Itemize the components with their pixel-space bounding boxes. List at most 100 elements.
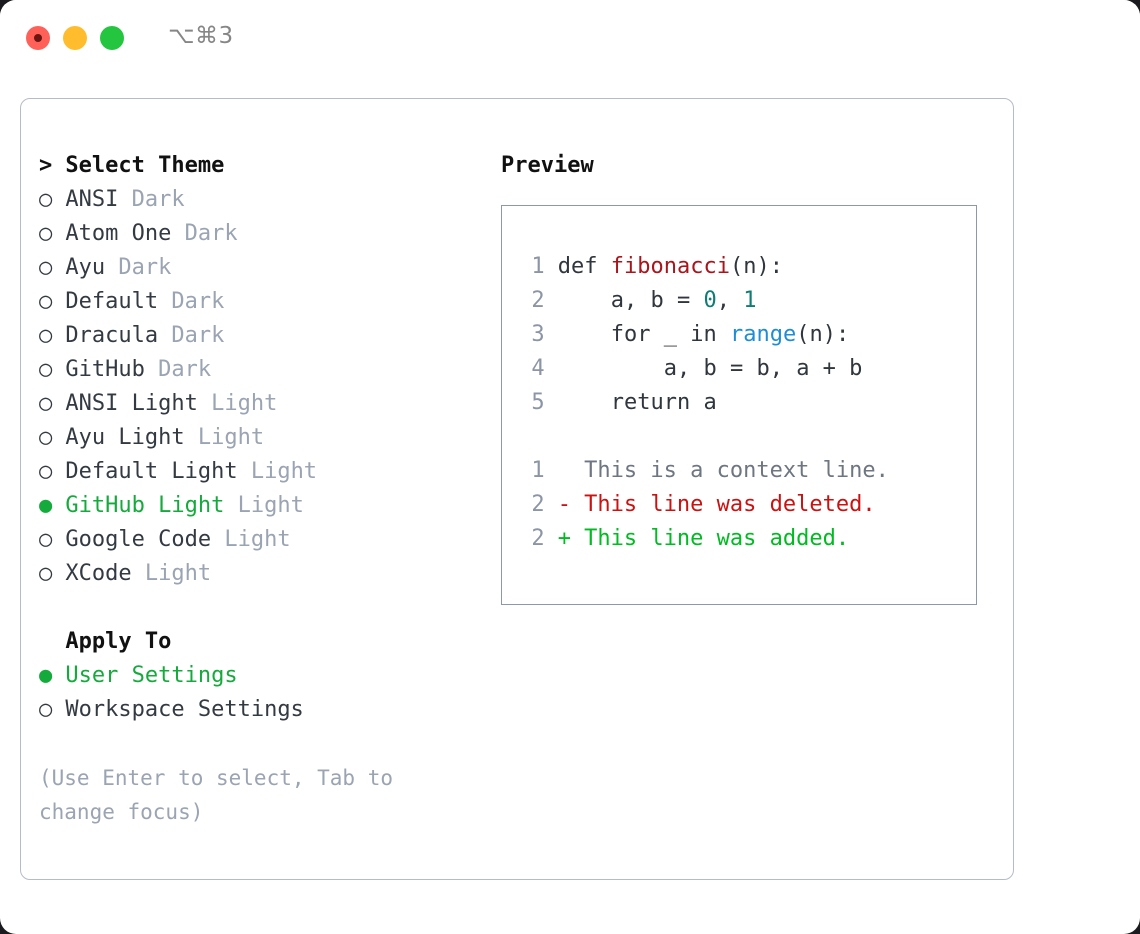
radio-unselected-icon: ○ bbox=[39, 323, 53, 348]
theme-option-ayu-light[interactable]: ○Ayu Light Light bbox=[39, 421, 469, 455]
radio-selected-icon: ● bbox=[39, 493, 53, 518]
radio-unselected-icon: ○ bbox=[39, 221, 53, 246]
theme-option-github-light[interactable]: ● GitHub Light Light bbox=[39, 489, 469, 523]
diff-line-number: 1 bbox=[531, 458, 545, 483]
theme-option-category: Light bbox=[224, 527, 291, 552]
main-panel: >Select Theme ○ANSI Dark○Atom One Dark○A… bbox=[20, 98, 1014, 880]
close-button[interactable] bbox=[26, 26, 50, 50]
radio-unselected-icon: ○ bbox=[39, 255, 53, 280]
radio-selected-icon: ● bbox=[39, 663, 53, 688]
code-line-number: 3 bbox=[531, 322, 545, 347]
theme-option-xcode[interactable]: ○ XCode Light bbox=[39, 557, 469, 591]
theme-option-default[interactable]: ○ Default Dark bbox=[39, 285, 469, 319]
diff-sign-del: - bbox=[557, 492, 572, 517]
diff-line-add: 2+This line was added. bbox=[502, 522, 976, 556]
apply-to-option-list: ● User Settings ○ Workspace Settings bbox=[39, 659, 469, 727]
section-spacer bbox=[39, 591, 469, 625]
diff-sample-block: 1 This is a context line.2-This line was… bbox=[502, 454, 976, 556]
theme-option-category: Dark bbox=[118, 255, 172, 280]
theme-option-ayu[interactable]: ○ Ayu Dark bbox=[39, 251, 469, 285]
radio-unselected-icon: ○ bbox=[39, 391, 53, 416]
code-line: 3 for _ in range(n): bbox=[502, 318, 976, 352]
apply-to-option-label: Workspace Settings bbox=[65, 697, 304, 722]
title-bar: ⌥⌘3 bbox=[0, 0, 1140, 78]
code-line: 2 a, b = 0, 1 bbox=[502, 284, 976, 318]
theme-option-google-code[interactable]: ○ Google Code Light bbox=[39, 523, 469, 557]
theme-option-category: Light bbox=[237, 493, 304, 518]
code-token-num: 1 bbox=[743, 288, 757, 313]
radio-unselected-icon: ○ bbox=[39, 561, 53, 586]
theme-option-category: Dark bbox=[171, 289, 225, 314]
theme-option-label: GitHub Light bbox=[65, 493, 225, 518]
theme-option-ansi[interactable]: ○ ANSI Dark bbox=[39, 183, 469, 217]
preview-title: Preview bbox=[501, 153, 594, 178]
apply-to-option-label: User Settings bbox=[65, 663, 238, 688]
theme-option-category: Dark bbox=[131, 187, 185, 212]
code-token-plain: for _ in bbox=[557, 322, 730, 347]
apply-to-header: Apply To bbox=[65, 629, 172, 654]
theme-option-label: Default bbox=[65, 289, 159, 314]
keyboard-hint-text: (Use Enter to select, Tab to change focu… bbox=[39, 766, 394, 824]
theme-option-label: Google Code bbox=[65, 527, 212, 552]
code-line-number: 4 bbox=[531, 356, 545, 381]
diff-line-number: 2 bbox=[531, 492, 545, 517]
radio-unselected-icon: ○ bbox=[39, 289, 53, 314]
radio-unselected-icon: ○ bbox=[39, 187, 53, 212]
prompt-marker-icon: > bbox=[39, 153, 53, 178]
apply-to-option-workspace-settings[interactable]: ○ Workspace Settings bbox=[39, 693, 469, 727]
theme-option-ansi-light[interactable]: ○ANSI Light Light bbox=[39, 387, 469, 421]
theme-option-atom-one[interactable]: ○ Atom One Dark bbox=[39, 217, 469, 251]
theme-option-category: Dark bbox=[171, 323, 225, 348]
radio-unselected-icon: ○ bbox=[39, 697, 53, 722]
theme-option-list: ○ANSI Dark○Atom One Dark○Ayu Dark○Defaul… bbox=[39, 183, 469, 591]
diff-line-number: 2 bbox=[531, 526, 545, 551]
maximize-button[interactable] bbox=[100, 26, 124, 50]
theme-option-default-light[interactable]: ○Default Light Light bbox=[39, 455, 469, 489]
theme-option-label: Atom One bbox=[65, 221, 172, 246]
code-line: 4 a, b = b, a + b bbox=[502, 352, 976, 386]
code-token-plain: return a bbox=[557, 390, 717, 415]
theme-option-label: XCode bbox=[65, 561, 132, 586]
theme-option-label: ANSI bbox=[65, 187, 119, 212]
theme-option-category: Dark bbox=[184, 221, 238, 246]
diff-line-text: This is a context line. bbox=[584, 458, 889, 483]
apply-to-option-user-settings[interactable]: ● User Settings bbox=[39, 659, 469, 693]
theme-option-label: ANSI Light bbox=[65, 391, 198, 416]
code-token-plain: a, b = b, a + b bbox=[557, 356, 863, 381]
minimize-button[interactable] bbox=[63, 26, 87, 50]
code-token-call: range bbox=[729, 322, 797, 347]
diff-line-text: This line was deleted. bbox=[584, 492, 876, 517]
diff-line-text: This line was added. bbox=[584, 526, 850, 551]
code-token-plain: (n): bbox=[796, 322, 850, 347]
theme-option-category: Light bbox=[197, 425, 265, 450]
code-token-num: 0 bbox=[703, 288, 717, 313]
code-token-fn: fibonacci bbox=[610, 254, 730, 279]
theme-option-label: GitHub bbox=[65, 357, 145, 382]
window-controls bbox=[26, 26, 124, 50]
keyboard-shortcut-label: ⌥⌘3 bbox=[168, 23, 234, 49]
theme-option-category: Dark bbox=[158, 357, 212, 382]
code-token-plain: a, b = bbox=[557, 288, 704, 313]
theme-option-label: Default Light bbox=[65, 459, 238, 484]
diff-line-del: 2-This line was deleted. bbox=[502, 488, 976, 522]
code-line-number: 1 bbox=[531, 254, 545, 279]
code-line: 5 return a bbox=[502, 386, 976, 420]
theme-option-label: Dracula bbox=[65, 323, 159, 348]
diff-line-ctx: 1 This is a context line. bbox=[502, 454, 976, 488]
theme-selection-column: >Select Theme ○ANSI Dark○Atom One Dark○A… bbox=[39, 149, 469, 829]
diff-sign-ctx bbox=[558, 454, 584, 488]
theme-option-dracula[interactable]: ○ Dracula Dark bbox=[39, 319, 469, 353]
radio-unselected-icon: ○ bbox=[39, 425, 53, 450]
theme-option-category: Light bbox=[144, 561, 212, 586]
select-theme-title: Select Theme bbox=[65, 153, 225, 178]
theme-option-category: Light bbox=[250, 459, 318, 484]
theme-option-github[interactable]: ○GitHub Dark bbox=[39, 353, 469, 387]
code-token-plain: , bbox=[716, 288, 744, 313]
radio-unselected-icon: ○ bbox=[39, 527, 53, 552]
theme-option-label: Ayu bbox=[65, 255, 106, 280]
